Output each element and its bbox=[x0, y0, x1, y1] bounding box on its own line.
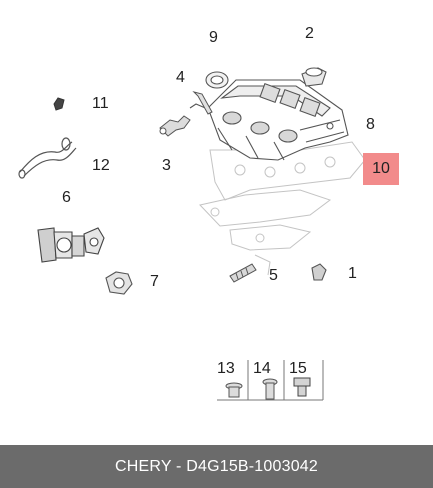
parts-diagram: 9 2 4 11 8 3 12 10 6 7 5 1 13 14 15 bbox=[18, 25, 399, 401]
callout-12: 12 bbox=[92, 157, 110, 174]
callout-6: 6 bbox=[62, 189, 71, 206]
callout-2: 2 bbox=[305, 25, 314, 42]
callout-8: 8 bbox=[366, 116, 375, 133]
fastener-bracket bbox=[217, 360, 324, 401]
stud-icon bbox=[229, 263, 257, 283]
gasket-ring-icon bbox=[205, 71, 229, 89]
lower-housing-outline bbox=[199, 141, 366, 276]
callout-14: 14 bbox=[253, 360, 271, 377]
callout-3: 3 bbox=[162, 157, 171, 174]
part-number-footer: CHERY - D4G15B-1003042 bbox=[0, 445, 433, 488]
bolt-icon bbox=[192, 91, 213, 115]
cap-icon bbox=[301, 67, 327, 87]
sensor-icon bbox=[159, 115, 191, 137]
valve-icon bbox=[105, 271, 133, 295]
throttle-body-icon bbox=[37, 227, 105, 263]
flange-bolt-icon bbox=[225, 382, 243, 398]
callout-9: 9 bbox=[209, 29, 218, 46]
connector-icon bbox=[293, 377, 311, 397]
long-bolt-icon bbox=[262, 378, 278, 400]
callout-4: 4 bbox=[176, 69, 185, 86]
callout-10-highlight: 10 bbox=[363, 153, 399, 185]
callout-11: 11 bbox=[92, 95, 109, 112]
callout-13: 13 bbox=[217, 360, 235, 377]
callout-7: 7 bbox=[150, 273, 159, 290]
clip-icon bbox=[53, 97, 65, 111]
callout-15: 15 bbox=[289, 360, 307, 377]
callout-5: 5 bbox=[269, 267, 278, 284]
intake-manifold-icon bbox=[189, 79, 349, 161]
footer-text: CHERY - D4G15B-1003042 bbox=[114, 457, 319, 475]
hose-icon bbox=[18, 137, 77, 179]
diagram-drawing bbox=[18, 67, 366, 401]
callout-1: 1 bbox=[348, 265, 357, 282]
nut-icon bbox=[311, 263, 327, 281]
